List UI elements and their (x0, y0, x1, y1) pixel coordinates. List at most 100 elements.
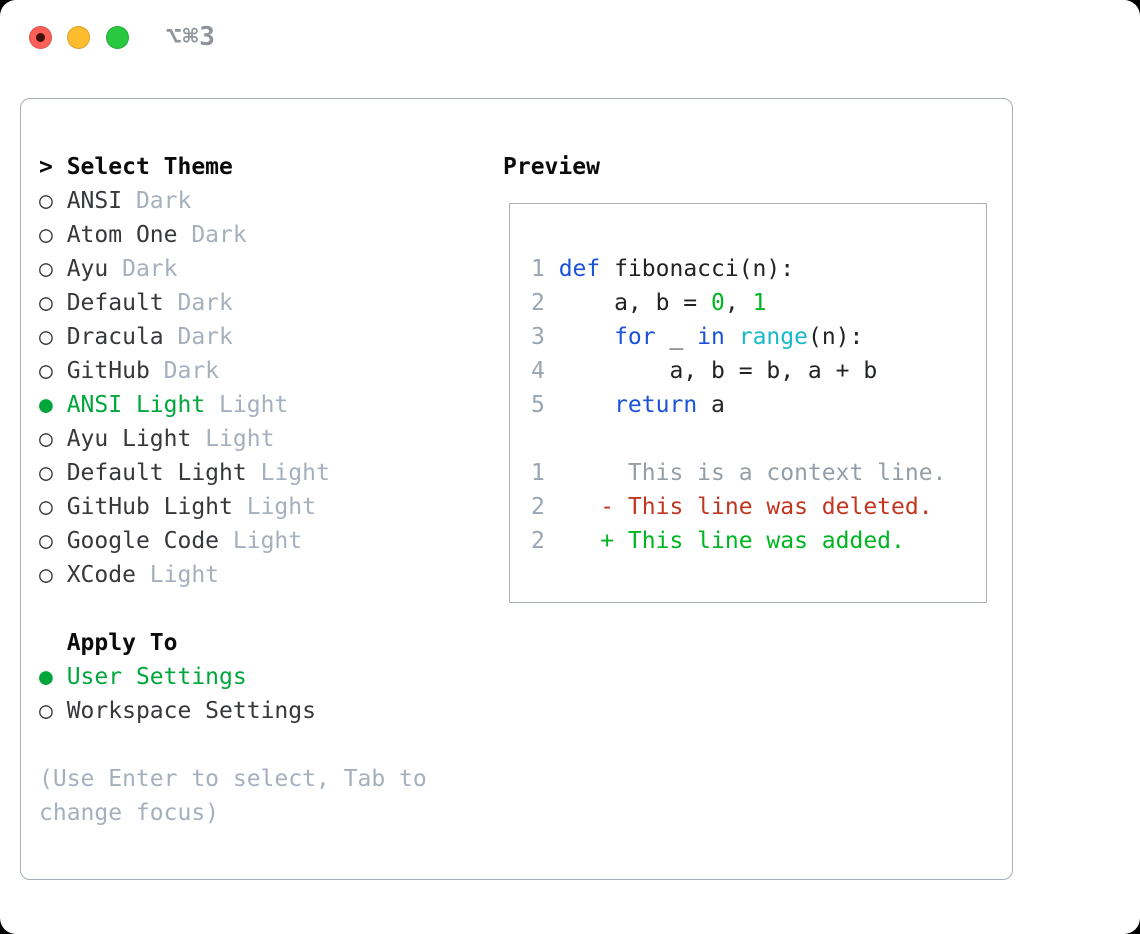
theme-option-xcode[interactable]: ○ XCode Light (39, 558, 427, 592)
radio-icon: ○ (39, 426, 67, 452)
theme-option-atom-one[interactable]: ○ Atom One Dark (39, 218, 427, 252)
code-token-kw: def (558, 256, 601, 282)
code-token-plain: a, b = b, a + b (558, 358, 878, 384)
spacer-line (39, 592, 427, 626)
radio-icon: ○ (39, 494, 67, 520)
theme-variant: Dark (163, 358, 220, 384)
theme-option-ansi-light[interactable]: ● ANSI Light Light (39, 388, 427, 422)
code-line: 1 def fibonacci(n): (531, 252, 986, 286)
apply-to-header: Apply To (39, 626, 427, 660)
zoom-button[interactable] (106, 26, 129, 49)
theme-option-ayu-light[interactable]: ○ Ayu Light Light (39, 422, 427, 456)
help-text: change focus) (39, 796, 427, 830)
window-titlebar: ⌥⌘3 (0, 0, 1140, 74)
theme-name: Atom One (66, 222, 192, 248)
apply-option-label: User Settings (66, 664, 247, 690)
theme-option-default[interactable]: ○ Default Dark (39, 286, 427, 320)
theme-option-dracula[interactable]: ○ Dracula Dark (39, 320, 427, 354)
theme-option-github-light[interactable]: ○ GitHub Light Light (39, 490, 427, 524)
focus-cursor-icon: > (39, 154, 67, 180)
selected-radio-icon: ● (39, 664, 67, 690)
code-token-builtin: range (738, 324, 808, 350)
code-token-plain: (n): (807, 324, 864, 350)
apply-option-user-settings[interactable]: ● User Settings (39, 660, 427, 694)
theme-variant: Light (246, 494, 316, 520)
line-number: 3 (531, 324, 545, 350)
spacer-line (39, 728, 427, 762)
help-text-line: change focus) (39, 800, 220, 826)
radio-icon: ○ (39, 562, 67, 588)
code-token-context: This is a context line. (558, 460, 947, 486)
theme-variant: Light (205, 426, 275, 452)
theme-option-google-code[interactable]: ○ Google Code Light (39, 524, 427, 558)
line-number: 2 (531, 494, 545, 520)
preview-header-row: Preview (503, 150, 600, 184)
theme-variant: Light (260, 460, 330, 486)
minimize-button[interactable] (67, 26, 90, 49)
code-line: 4 a, b = b, a + b (531, 354, 986, 388)
code-line: 5 return a (531, 388, 986, 422)
code-token-plain: _ (655, 324, 698, 350)
code-line: 2 a, b = 0, 1 (531, 286, 986, 320)
code-token-num: 0 (711, 290, 725, 316)
radio-icon: ○ (39, 188, 67, 214)
code-token-kw: return (614, 392, 698, 418)
theme-option-ansi[interactable]: ○ ANSI Dark (39, 184, 427, 218)
radio-icon: ○ (39, 698, 67, 724)
line-number: 1 (531, 460, 545, 486)
theme-variant: Dark (177, 324, 233, 350)
apply-to-title: Apply To (39, 630, 178, 656)
select-theme-header: > Select Theme (39, 150, 427, 184)
close-button[interactable] (29, 26, 52, 49)
code-token-plain: a (697, 392, 725, 418)
code-token-kw: in (697, 324, 725, 350)
theme-variant: Dark (191, 222, 247, 248)
code-token-plain: , (724, 290, 753, 316)
code-token-plain (559, 392, 614, 418)
diff-line: 1 This is a context line. (531, 456, 986, 490)
diff-line: 2 - This line was deleted. (531, 490, 986, 524)
code-token-kw: for (614, 324, 656, 350)
spacer-line (531, 422, 986, 456)
theme-panel: > Select Theme○ ANSI Dark○ Atom One Dark… (39, 150, 427, 830)
theme-option-default-light[interactable]: ○ Default Light Light (39, 456, 427, 490)
theme-option-github[interactable]: ○ GitHub Dark (39, 354, 427, 388)
theme-name: Dracula (66, 324, 178, 350)
radio-icon: ○ (39, 290, 67, 316)
theme-name: ANSI (66, 188, 136, 214)
preview-title: Preview (503, 154, 600, 180)
theme-name: GitHub Light (66, 494, 247, 520)
code-token-plain (725, 324, 739, 350)
code-token-plain (559, 324, 614, 350)
theme-variant: Dark (122, 256, 178, 282)
radio-icon: ○ (39, 528, 67, 554)
window-shortcut-label: ⌥⌘3 (166, 22, 216, 52)
line-number: 2 (531, 290, 545, 316)
theme-name: XCode (66, 562, 150, 588)
line-number: 1 (531, 256, 545, 282)
radio-icon: ○ (39, 460, 67, 486)
line-number: 4 (531, 358, 545, 384)
code-token-del: - This line was deleted. (558, 494, 933, 520)
theme-name: Default (66, 290, 178, 316)
line-number: 2 (531, 528, 545, 554)
theme-variant: Light (219, 392, 289, 418)
theme-variant: Light (149, 562, 220, 588)
help-text: (Use Enter to select, Tab to (39, 762, 427, 796)
theme-option-ayu[interactable]: ○ Ayu Dark (39, 252, 427, 286)
line-number: 5 (531, 392, 545, 418)
theme-picker-window: > Select Theme○ ANSI Dark○ Atom One Dark… (20, 98, 1013, 880)
apply-option-workspace-settings[interactable]: ○ Workspace Settings (39, 694, 427, 728)
selected-radio-icon: ● (39, 392, 67, 418)
code-token-num: 1 (752, 290, 767, 316)
theme-variant: Dark (177, 290, 233, 316)
theme-name: GitHub (66, 358, 164, 384)
code-token-plain: fibonacci(n): (600, 256, 795, 282)
theme-variant: Light (232, 528, 303, 554)
radio-icon: ○ (39, 256, 67, 282)
code-line: 3 for _ in range(n): (531, 320, 986, 354)
theme-variant: Dark (135, 188, 192, 214)
select-theme-title: Select Theme (66, 154, 233, 180)
